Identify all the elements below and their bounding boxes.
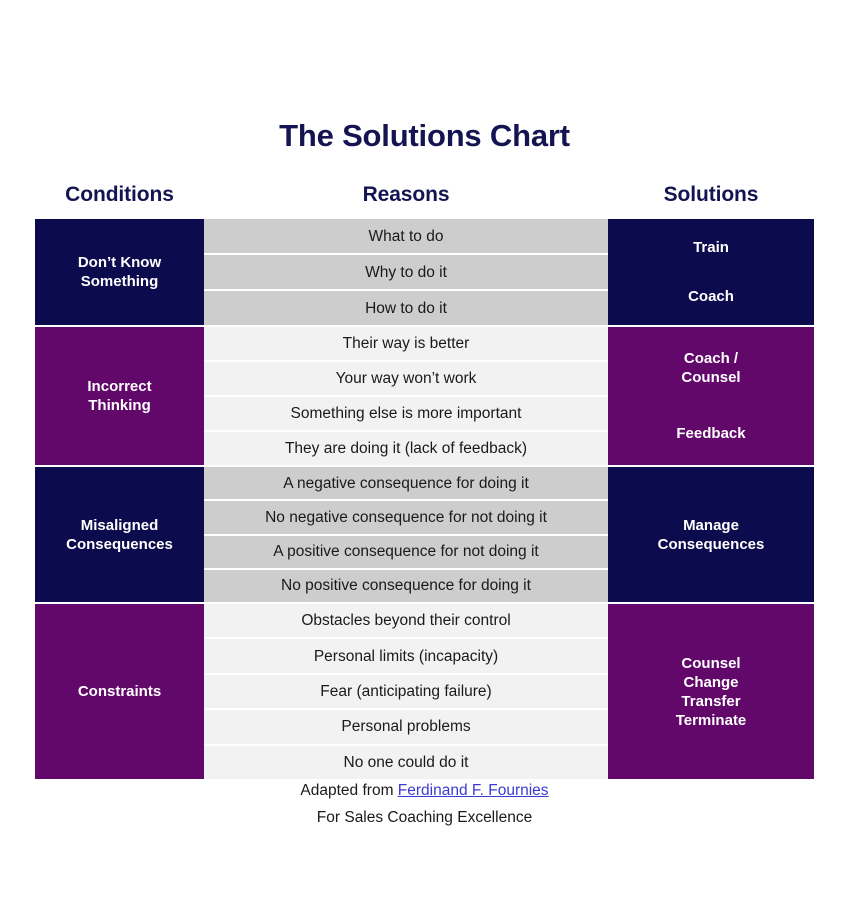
- table-row: Don’t Know Something What to do Why to d…: [35, 219, 814, 325]
- solution-item: Feedback: [676, 424, 746, 442]
- column-headers: Conditions Reasons Solutions: [35, 182, 814, 216]
- reason-item: No positive consequence for doing it: [281, 577, 531, 595]
- solution-label-line: Counsel: [681, 369, 741, 387]
- solution-cell: Train Coach: [608, 219, 814, 325]
- solution-cell: Manage Consequences: [608, 467, 814, 602]
- solution-item: Counsel: [681, 654, 741, 672]
- condition-label-line: Don’t Know: [77, 254, 162, 271]
- row-divider: [35, 465, 814, 467]
- reasons-cell: Their way is better Your way won’t work …: [204, 327, 608, 465]
- reason-item: Something else is more important: [204, 397, 608, 432]
- reason-item: How to do it: [365, 299, 447, 317]
- footer-line-1: Adapted from Ferdinand F. Fournies: [0, 777, 849, 804]
- solution-label-line: Manage: [683, 516, 739, 534]
- reason-item: A positive consequence for not doing it: [204, 536, 608, 570]
- reason-item: No negative consequence for not doing it: [204, 501, 608, 536]
- reason-item: A negative consequence for doing it: [204, 467, 608, 502]
- reasons-cell: Obstacles beyond their control Personal …: [204, 604, 608, 779]
- condition-label-line: Misaligned: [80, 516, 159, 534]
- solution-item: Coach: [688, 288, 734, 305]
- footer-line-2: For Sales Coaching Excellence: [316, 809, 533, 826]
- table-row: Misaligned Consequences A negative conse…: [35, 467, 814, 602]
- row-divider: [35, 602, 814, 604]
- reason-item: They are doing it (lack of feedback): [284, 440, 528, 457]
- table-row: Incorrect Thinking Their way is better Y…: [35, 327, 814, 465]
- reason-item: Why to do it: [204, 255, 608, 291]
- solution-cell: Coach / Counsel Feedback: [608, 327, 814, 465]
- reason-item: Obstacles beyond their control: [204, 604, 608, 640]
- solution-cell: Counsel Change Transfer Terminate: [608, 604, 814, 779]
- solution-item: Transfer: [681, 692, 741, 710]
- condition-cell: Constraints: [35, 604, 204, 779]
- condition-label-line: Consequences: [66, 535, 173, 553]
- condition-cell: Incorrect Thinking: [35, 327, 204, 465]
- condition-label-line: Thinking: [88, 397, 151, 414]
- solution-item: Terminate: [675, 711, 747, 729]
- solution-label-line: Consequences: [657, 535, 765, 553]
- reason-item: What to do: [204, 219, 608, 255]
- reasons-cell: A negative consequence for doing it No n…: [204, 467, 608, 602]
- solutions-table: Don’t Know Something What to do Why to d…: [35, 219, 814, 779]
- footer-prefix: Adapted from: [300, 782, 398, 799]
- solution-item: Coach / Counsel: [681, 349, 740, 387]
- row-divider: [35, 325, 814, 327]
- reason-item: Personal problems: [204, 710, 608, 746]
- page-title: The Solutions Chart: [279, 118, 570, 153]
- column-header-reasons: Reasons: [362, 183, 450, 206]
- reason-item: Personal limits (incapacity): [204, 639, 608, 675]
- fournies-link[interactable]: Ferdinand F. Fournies: [397, 782, 549, 799]
- condition-label-line: Constraints: [77, 683, 162, 700]
- reasons-cell: What to do Why to do it How to do it: [204, 219, 608, 325]
- footer-attribution: Adapted from Ferdinand F. Fournies For S…: [0, 777, 849, 831]
- reason-item: Their way is better: [204, 327, 608, 362]
- solution-item: Train: [693, 239, 729, 256]
- condition-label-line: Incorrect: [87, 378, 152, 395]
- column-header-solutions: Solutions: [663, 183, 759, 206]
- condition-label-line: Something: [80, 273, 159, 290]
- solution-label-line: Coach /: [683, 350, 739, 368]
- table-row: Constraints Obstacles beyond their contr…: [35, 604, 814, 779]
- condition-cell: Misaligned Consequences: [35, 467, 204, 602]
- column-header-conditions: Conditions: [65, 183, 174, 206]
- solution-item: Change: [683, 673, 739, 691]
- condition-cell: Don’t Know Something: [35, 219, 204, 325]
- reason-item: Fear (anticipating failure): [204, 675, 608, 711]
- reason-item: No one could do it: [343, 753, 469, 771]
- reason-item: Your way won’t work: [204, 362, 608, 397]
